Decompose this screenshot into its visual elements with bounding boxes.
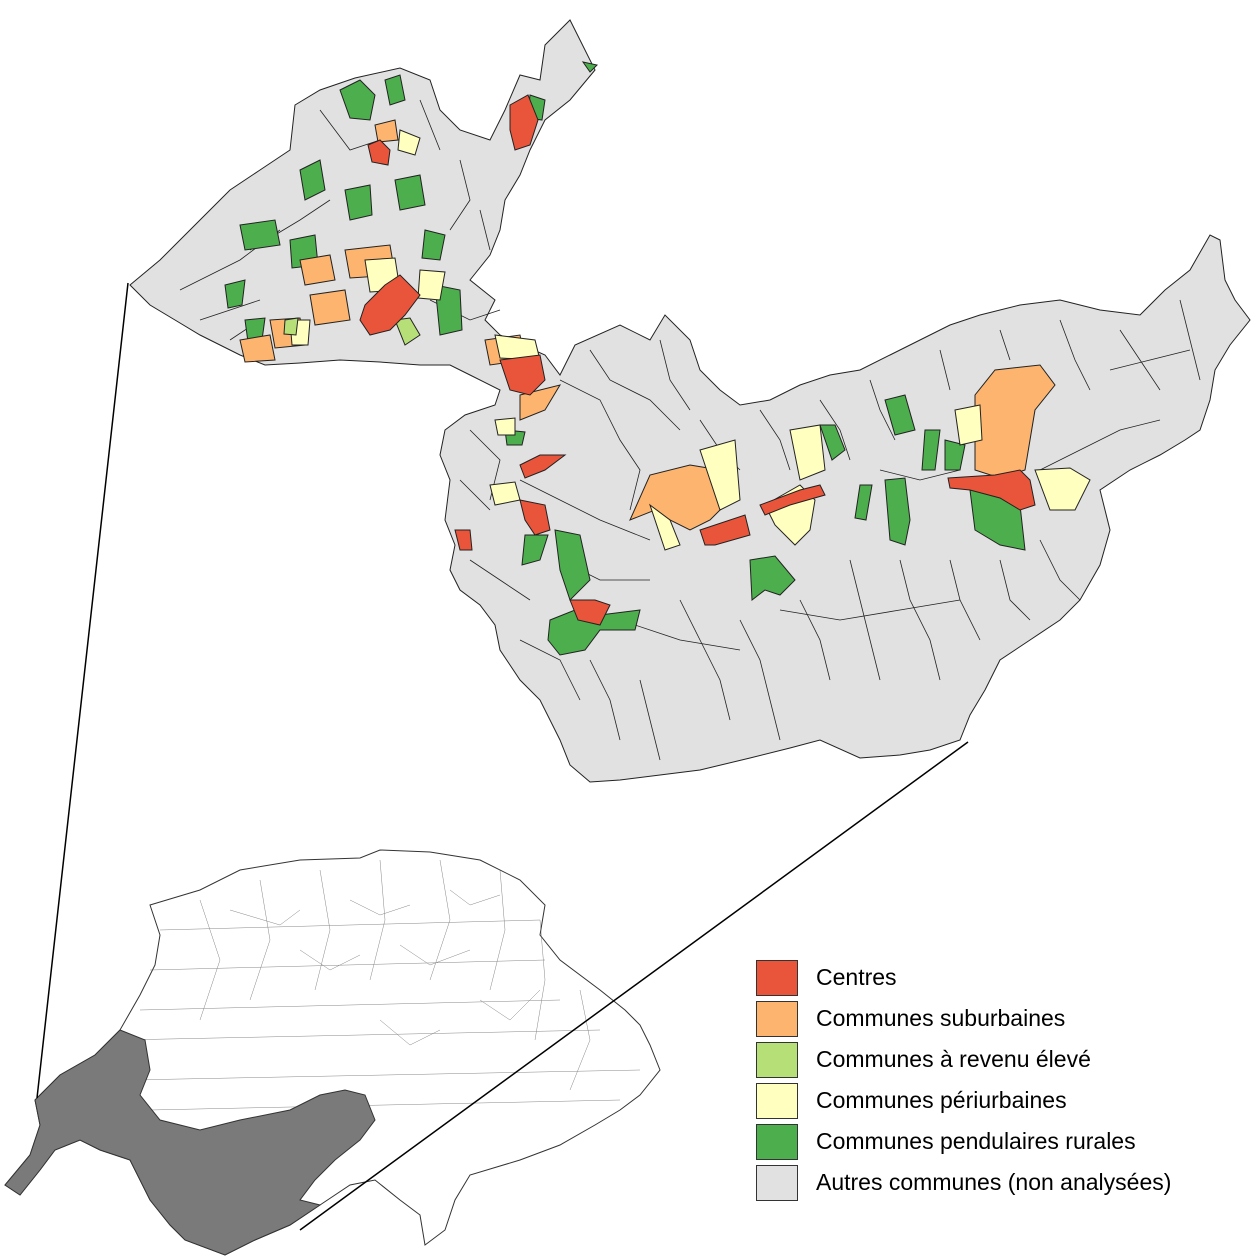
legend-item-revenu-eleve: Communes à revenu élevé	[756, 1040, 1250, 1079]
legend-item-periurbaines: Communes périurbaines	[756, 1081, 1250, 1120]
commune-grid-overview	[119, 859, 641, 1111]
switzerland-overview-map	[4, 282, 969, 1256]
legend-label: Communes à revenu élevé	[816, 1046, 1091, 1072]
legend-swatch	[756, 1000, 798, 1037]
legend-item-autres: Autres communes (non analysées)	[756, 1163, 1250, 1202]
legend-label: Communes suburbaines	[816, 1005, 1066, 1031]
overview-zoom-lines	[36, 282, 969, 1231]
legend-label: Centres	[816, 964, 897, 990]
legend-swatch	[756, 1164, 798, 1201]
legend-label: Autres communes (non analysées)	[816, 1169, 1172, 1195]
commune-borders	[179, 99, 1201, 761]
vaud-valais-highlight	[4, 1029, 376, 1256]
communes-pendulaires	[224, 61, 1026, 656]
communes-centres	[359, 94, 1036, 626]
legend-swatch	[756, 1123, 798, 1160]
communes-periurbaines	[289, 129, 1091, 551]
legend-swatch	[756, 959, 798, 996]
legend-swatch	[756, 1082, 798, 1119]
region-base-outline	[129, 19, 1251, 783]
zoomed-region-map	[129, 19, 1251, 783]
legend-item-pendulaires: Communes pendulaires rurales	[756, 1122, 1250, 1161]
legend: Centres Communes suburbaines Communes à …	[756, 958, 1250, 1204]
communes-revenu-eleve	[283, 317, 421, 346]
legend-label: Communes périurbaines	[816, 1087, 1067, 1113]
legend-item-suburbaines: Communes suburbaines	[756, 999, 1250, 1038]
legend-label: Communes pendulaires rurales	[816, 1128, 1136, 1154]
legend-swatch	[756, 1041, 798, 1078]
legend-item-centres: Centres	[756, 958, 1250, 997]
